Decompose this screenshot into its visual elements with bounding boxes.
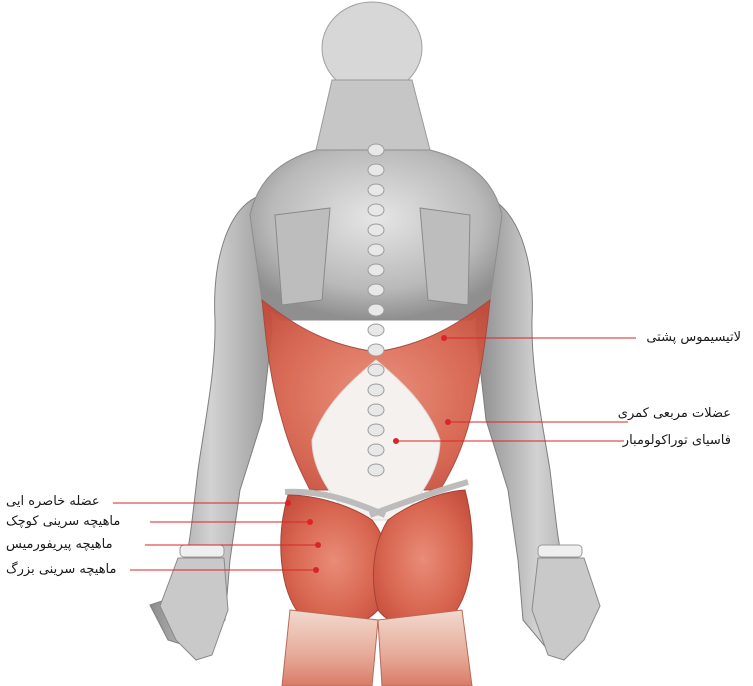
- label-quadratus-lumborum: عضلات مربعی کمری: [618, 406, 731, 422]
- label-oblique: عضله خاصره ایی: [6, 494, 100, 510]
- right-hand: [532, 558, 600, 660]
- left-scapula: [275, 208, 330, 305]
- left-hand: [160, 558, 228, 660]
- left-thigh: [282, 610, 378, 686]
- label-gluteus-minimus: ماهیچه سرینی کوچک: [6, 514, 120, 530]
- neck: [316, 80, 430, 150]
- label-gluteus-maximus: ماهیچه سرینی بزرگ: [6, 562, 116, 578]
- label-latissimus-dorsi: لاتیسیموس پشتی: [646, 330, 741, 346]
- right-wrist-band: [538, 545, 582, 557]
- right-scapula: [420, 208, 470, 305]
- left-wrist-band: [180, 545, 224, 557]
- label-piriformis: ماهیچه پیریفورمیس: [6, 537, 113, 553]
- label-thoracolumbar-fascia: فاسیای توراکولومبار: [623, 433, 731, 449]
- spine: [368, 144, 384, 476]
- right-thigh: [378, 610, 472, 686]
